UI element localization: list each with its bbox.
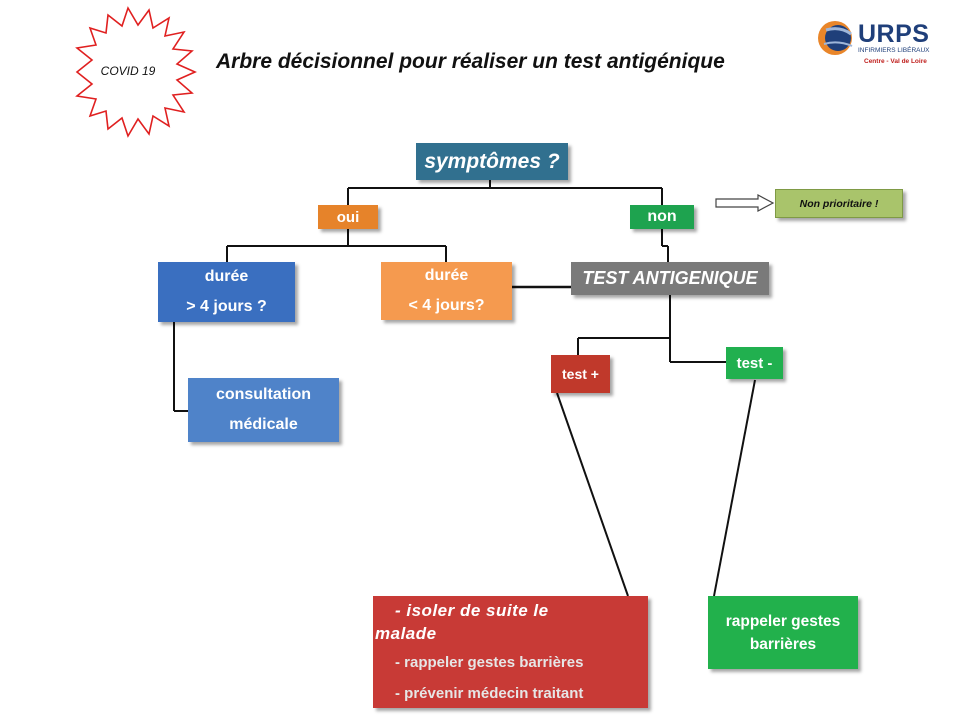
node-test-moins: test -	[726, 347, 783, 379]
negative-action-line1: rappeler gestes	[725, 612, 841, 630]
node-consultation-line2: médicale	[229, 416, 298, 433]
node-non-prioritaire-label: Non prioritaire !	[799, 197, 879, 210]
negative-action-line2: barrières	[749, 635, 817, 653]
node-test-antigenique-label: TEST ANTIGENIQUE	[582, 268, 758, 288]
node-duree-plus-4: durée > 4 jours ?	[158, 262, 295, 322]
node-test-plus-label: test +	[562, 366, 599, 382]
node-consultation: consultation médicale	[188, 378, 339, 442]
positive-action-rappeler: - rappeler gestes barrières	[395, 654, 584, 671]
node-duree-moins-4-line2: < 4 jours?	[408, 297, 485, 314]
node-non-label: non	[647, 208, 677, 225]
page-title: Arbre décisionnel pour réaliser un test …	[216, 50, 725, 73]
node-duree-plus-4-line1: durée	[204, 267, 249, 285]
node-test-moins-label: test -	[736, 354, 773, 372]
covid-badge-label: COVID 19	[100, 64, 156, 78]
node-test-plus: test +	[551, 355, 610, 393]
positive-action-prevenir: - prévenir médecin traitant	[395, 685, 584, 702]
node-consultation-line1: consultation	[215, 385, 312, 403]
urps-logo-name: URPS	[858, 20, 930, 48]
node-symptomes-label: symptômes ?	[424, 149, 560, 173]
node-oui-label: oui	[336, 208, 360, 226]
node-duree-moins-4: durée < 4 jours?	[381, 262, 512, 320]
node-positive-actions: - isoler de suite le malade - rappeler g…	[373, 596, 648, 708]
node-non-prioritaire: Non prioritaire !	[775, 189, 903, 218]
node-test-antigenique: TEST ANTIGENIQUE	[571, 262, 769, 295]
node-non: non	[630, 205, 694, 229]
positive-action-malade: malade	[375, 624, 437, 643]
node-duree-moins-4-line1: durée	[424, 266, 469, 284]
urps-logo-region: Centre - Val de Loire	[864, 58, 927, 65]
node-duree-plus-4-line2: > 4 jours ?	[186, 298, 267, 315]
node-oui: oui	[318, 205, 378, 229]
node-symptomes: symptômes ?	[416, 143, 568, 180]
urps-logo-subtitle: INFIRMIERS LIBÉRAUX	[858, 47, 930, 54]
positive-action-isoler: - isoler de suite le	[395, 601, 549, 620]
node-negative-action: rappeler gestes barrières	[708, 596, 858, 669]
